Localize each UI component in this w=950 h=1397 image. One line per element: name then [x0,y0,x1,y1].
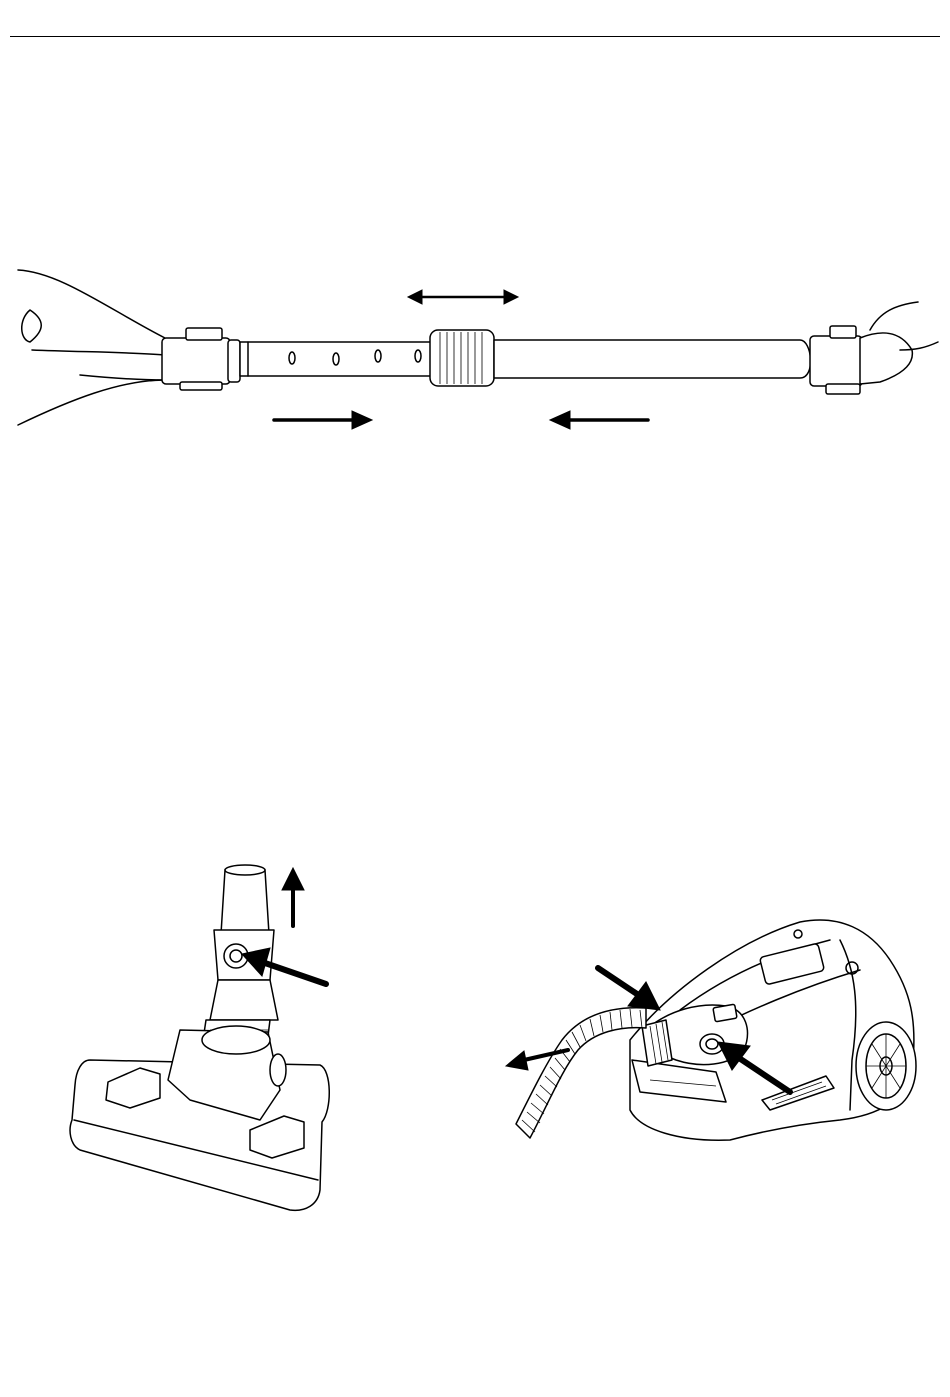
arrow-right-icon [274,411,372,429]
header-rule [10,36,940,37]
left-collar [162,328,240,390]
nozzle-head [70,1026,329,1210]
hose-removal-figure [500,910,940,1160]
handle-illustration [18,270,165,425]
arrow-left-icon [550,411,648,429]
double-headed-arrow-icon [408,290,518,304]
outer-tube [494,340,811,378]
arrow-up-icon [282,868,304,926]
inner-tube [240,342,432,376]
floor-nozzle-figure [60,860,350,1240]
adjustment-sleeve [430,330,494,386]
arrow-pointing-inlet-icon [598,968,660,1010]
telescopic-tube-figure [0,250,950,440]
corrugated-hose [516,1008,646,1138]
right-collar [810,302,938,394]
vacuum-wheel [856,1022,916,1110]
